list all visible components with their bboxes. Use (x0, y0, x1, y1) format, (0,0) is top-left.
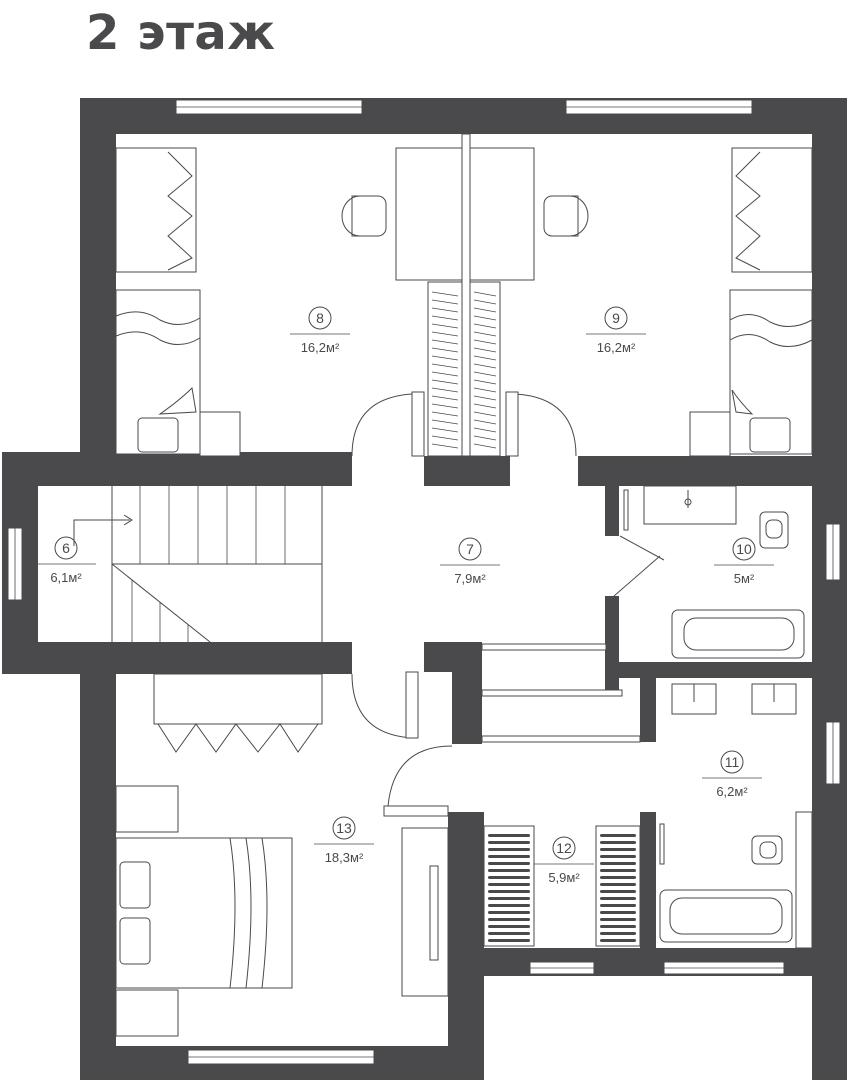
room-number: 12 (556, 840, 572, 856)
room-number: 13 (336, 820, 352, 836)
room-labels: 8 16,2м² 9 16,2м² 6 6,1м² 7 7,9м² 10 5м² 11 6,2м² 13… (36, 306, 774, 885)
room-area: 5м² (734, 571, 755, 586)
room-label-10: 10 5м² (714, 537, 774, 586)
room-label-11: 11 6,2м² (702, 750, 762, 799)
room-9-furniture (543, 147, 813, 457)
room-label-8: 8 16,2м² (290, 306, 350, 355)
room-label-9: 9 16,2м² (586, 306, 646, 355)
room-12-wardrobes (483, 825, 641, 947)
room-number-circle (604, 306, 628, 330)
room-area: 6,1м² (50, 570, 82, 585)
room-number: 11 (725, 754, 740, 770)
room-label-12: 12 5,9м² (534, 836, 594, 885)
room-area: 16,2м² (301, 340, 340, 355)
bathroom-11-fixtures (659, 683, 813, 949)
upper-doors (351, 391, 577, 457)
bathroom-10-fixtures (613, 485, 805, 659)
room-label-6: 6 6,1м² (36, 536, 96, 585)
room-number: 7 (466, 541, 474, 557)
room-number-circle (732, 537, 756, 561)
room-number: 9 (612, 310, 620, 326)
room-number-circle (308, 306, 332, 330)
room-area: 5,9м² (548, 870, 580, 885)
stairs (73, 486, 323, 643)
room-13-furniture (115, 671, 453, 1037)
room-label-7: 7 7,9м² (440, 537, 500, 586)
room-area: 6,2м² (716, 784, 748, 799)
room-area: 16,2м² (597, 340, 636, 355)
room-number-circle (552, 836, 576, 860)
room-number-circle (720, 750, 744, 774)
room-label-13: 13 18,3м² (314, 816, 374, 865)
room-number: 8 (316, 310, 324, 326)
central-desks (395, 133, 535, 457)
room-area: 18,3м² (325, 850, 364, 865)
room-number-circle (332, 816, 356, 840)
windows (7, 99, 841, 1065)
corridor-doors (481, 643, 641, 743)
room-number: 10 (736, 541, 752, 557)
room-number: 6 (62, 540, 70, 556)
room-area: 7,9м² (454, 571, 486, 586)
room-8-furniture (115, 147, 387, 457)
floor-title: 2 этаж (86, 5, 276, 61)
room-number-circle (54, 536, 78, 560)
room-number-circle (458, 537, 482, 561)
